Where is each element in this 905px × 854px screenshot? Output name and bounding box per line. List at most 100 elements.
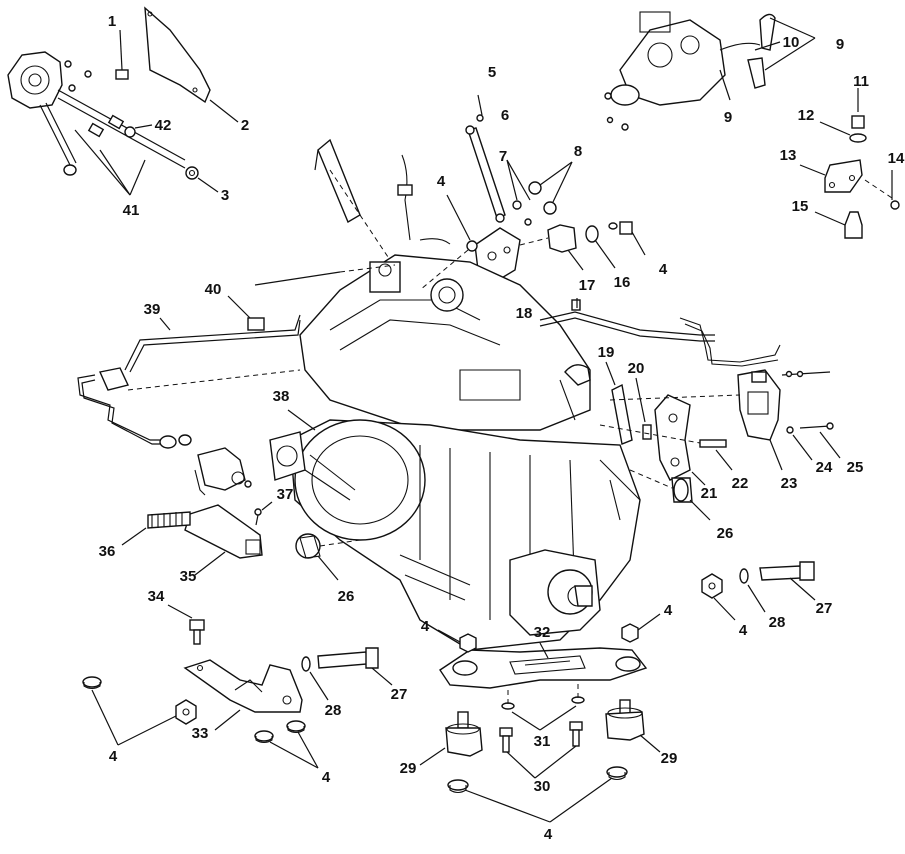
spark-plug-cap [314, 138, 451, 261]
bolt-part-27-right [759, 561, 816, 601]
callout-23: 23 [780, 475, 798, 492]
hose-part-19 [605, 361, 633, 445]
callout-28-b: 28 [324, 702, 342, 719]
leader-4-left-a [91, 689, 119, 746]
engine-block [269, 254, 641, 651]
callout-24: 24 [815, 459, 833, 476]
callout-29-b: 29 [660, 750, 678, 767]
engine-mount-part-29-right [605, 699, 661, 753]
throttle-cable [254, 271, 341, 286]
callout-4-e: 4 [663, 602, 673, 619]
washer-part-28-left [301, 656, 329, 701]
brake-master-cylinder-part-23 [737, 369, 831, 471]
washer-part-24 [786, 426, 813, 461]
callout-34: 34 [147, 588, 165, 605]
bracket-part-21 [654, 394, 706, 486]
mount-part-17 [547, 221, 646, 271]
callout-14: 14 [887, 150, 905, 167]
callout-4-c: 4 [738, 622, 748, 639]
leader-38 [287, 409, 316, 431]
callout-11: 11 [853, 73, 869, 90]
washer-part-4-bottom-right [606, 766, 628, 781]
bolt-part-1 [115, 29, 129, 80]
callout-41: 41 [122, 202, 140, 219]
callout-5: 5 [487, 64, 497, 81]
callout-18: 18 [515, 305, 533, 322]
leader-4-bottom-b [549, 777, 613, 823]
callout-40: 40 [204, 281, 222, 298]
washer-part-28-right [739, 568, 766, 613]
callout-26-a: 26 [716, 525, 734, 542]
leader-4-lower-a [269, 741, 319, 769]
callout-3: 3 [220, 187, 230, 204]
callout-6: 6 [500, 107, 510, 124]
brake-switch-assembly [194, 447, 252, 496]
callout-22: 22 [731, 475, 749, 492]
callout-9-a: 9 [835, 36, 845, 53]
brake-pedal-part-35 [184, 504, 263, 576]
callout-15: 15 [791, 198, 809, 215]
callout-1: 1 [107, 13, 117, 30]
leader-4-lower-b [297, 731, 319, 769]
bolt-part-37 [254, 501, 273, 526]
shift-rod-parts-5-6 [465, 94, 506, 223]
bolt-part-34 [167, 604, 205, 645]
callout-21: 21 [700, 485, 718, 502]
callout-29-a: 29 [399, 760, 417, 777]
callout-4-h: 4 [543, 826, 553, 843]
nut-part-4-right [701, 573, 736, 621]
carburetor-assembly [604, 11, 816, 131]
callout-26-b: 26 [337, 588, 355, 605]
bolt-part-27-left [317, 647, 393, 686]
callout-20: 20 [627, 360, 645, 377]
cross-member-part-32 [439, 642, 648, 689]
bolt-part-22 [599, 424, 733, 471]
brake-line-part-39 [77, 314, 301, 449]
callout-42: 42 [154, 117, 172, 134]
callout-4-b: 4 [658, 261, 668, 278]
callout-8: 8 [573, 143, 583, 160]
callout-33: 33 [191, 725, 209, 742]
callout-4-a: 4 [436, 173, 446, 190]
bolt-part-25 [799, 422, 841, 459]
leader-4-bottom-a [464, 789, 551, 823]
callout-30: 30 [533, 778, 551, 795]
callout-35: 35 [179, 568, 197, 585]
callout-13: 13 [779, 147, 797, 164]
bushing-part-26-right [671, 477, 711, 521]
callout-28-a: 28 [768, 614, 786, 631]
callout-17: 17 [578, 277, 596, 294]
callout-16: 16 [613, 274, 631, 291]
engine-mount-part-29-left [419, 711, 483, 766]
wire-harness [539, 298, 781, 367]
engine-bracket-part-33 [183, 659, 303, 731]
callout-37: 37 [276, 486, 294, 503]
washer-part-4-bottom-left [447, 779, 469, 794]
connector-part-40 [227, 295, 265, 331]
mount-parts-11-15 [799, 88, 900, 239]
callout-25: 25 [846, 459, 864, 476]
callout-12: 12 [797, 107, 815, 124]
washer-part-4-lower-a [254, 730, 274, 744]
bolts-part-30 [499, 721, 583, 779]
washer-part-4-left-a [82, 676, 102, 690]
callout-4-g: 4 [321, 769, 331, 786]
callout-36: 36 [98, 543, 116, 560]
callout-27-b: 27 [390, 686, 408, 703]
callout-9-b: 9 [723, 109, 733, 126]
nut-part-4-crossmember-left [437, 629, 477, 653]
callout-4-d: 4 [420, 618, 430, 635]
washers-part-31 [501, 684, 585, 731]
callout-10: 10 [782, 34, 800, 51]
spring-part-36 [121, 511, 191, 546]
callout-19: 19 [597, 344, 615, 361]
bolts-part-7-8 [506, 159, 573, 226]
bracket-plate-part-2 [144, 6, 239, 123]
washer-part-4-lower-b [286, 720, 306, 734]
callout-27-a: 27 [815, 600, 833, 617]
nut-part-4-top [446, 194, 478, 252]
nut-part-4-left-b [175, 699, 197, 725]
callout-31: 31 [533, 733, 551, 750]
